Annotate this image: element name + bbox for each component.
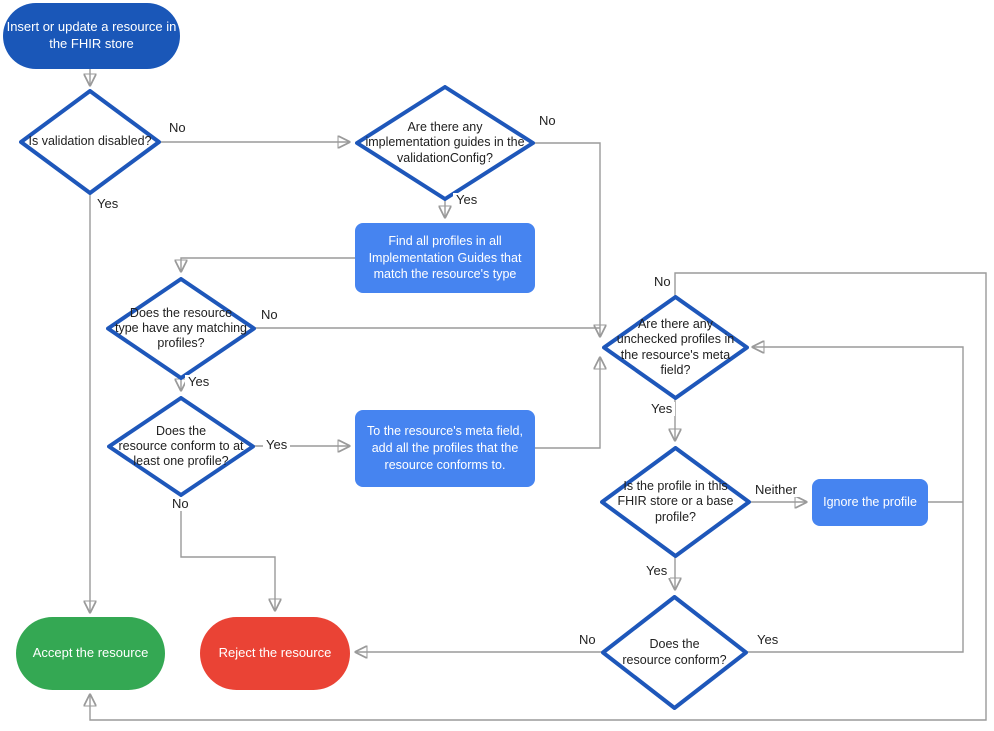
process-find-profiles-label: Find all profiles in all Implementation … — [368, 233, 522, 282]
decision-profile-in-store-label: Is the profile in this FHIR store or a b… — [617, 479, 734, 524]
process-ignore-profile: Ignore the profile — [812, 479, 928, 526]
edge-label-unchecked-yes: Yes — [648, 401, 676, 417]
decision-profile-in-store: Is the profile in this FHIR store or a b… — [600, 446, 751, 558]
edge-guides-no-to-unchecked — [533, 142, 600, 336]
edge-label-guides-yes: Yes — [453, 192, 481, 208]
edge-conform-no-to-reject — [180, 495, 275, 610]
edge-label-validation-no: No — [166, 120, 189, 136]
edge-resourceconform-yes-loop — [746, 347, 964, 653]
decision-matching-profiles-label: Does the resource type have any matching… — [114, 305, 248, 351]
edge-label-profile-yes: Yes — [643, 563, 671, 579]
decision-resource-conform-label: Does the resource conform? — [622, 637, 727, 667]
edge-label-resourceconform-yes: Yes — [754, 632, 782, 648]
edge-label-conform-one-yes: Yes — [263, 437, 291, 453]
edge-label-unchecked-no: No — [651, 274, 674, 290]
decision-conform-one-profile: Does the resource conform to at least on… — [107, 396, 255, 497]
decision-matching-profiles: Does the resource type have any matching… — [106, 277, 256, 380]
process-add-profiles-meta-label: To the resource's meta field, add all th… — [367, 424, 523, 472]
diamond-shape — [602, 295, 749, 400]
diamond-shape — [355, 85, 535, 201]
edge-label-guides-no: No — [536, 113, 559, 129]
diamond-shape — [107, 396, 255, 497]
diamond-shape — [106, 277, 256, 380]
accept-terminal-label: Accept the resource — [32, 645, 149, 661]
accept-terminal: Accept the resource — [16, 617, 165, 690]
edge-label-resourceconform-no: No — [576, 632, 599, 648]
decision-unchecked-profiles-label: Are there any unchecked profiles in the … — [616, 317, 735, 377]
process-ignore-profile-label: Ignore the profile — [823, 495, 917, 510]
edge-label-matching-no: No — [258, 307, 281, 323]
edge-label-validation-yes: Yes — [94, 196, 122, 212]
edge-label-matching-yes: Yes — [185, 374, 213, 390]
diamond-shape — [600, 446, 751, 558]
decision-implementation-guides: Are there any implementation guides in t… — [355, 85, 535, 201]
process-find-profiles: Find all profiles in all Implementation … — [355, 223, 535, 293]
reject-terminal-label: Reject the resource — [218, 645, 332, 661]
edge-addmeta-to-unchecked — [535, 358, 600, 449]
edge-label-profile-neither: Neither — [752, 482, 800, 498]
diamond-shape — [19, 89, 161, 195]
start-terminal-label: Insert or update a resource in the FHIR … — [6, 19, 177, 51]
start-terminal: Insert or update a resource in the FHIR … — [3, 3, 180, 69]
decision-unchecked-profiles: Are there any unchecked profiles in the … — [602, 295, 749, 400]
reject-terminal: Reject the resource — [200, 617, 350, 690]
edge-label-conform-one-no: No — [169, 496, 192, 512]
decision-conform-one-profile-label: Does the resource conform to at least on… — [118, 423, 244, 469]
diamond-shape — [601, 595, 748, 710]
process-add-profiles-meta: To the resource's meta field, add all th… — [355, 410, 535, 487]
decision-validation-disabled: Is validation disabled? — [19, 89, 161, 195]
decision-resource-conform: Does the resource conform? — [601, 595, 748, 710]
edge-find-to-matching — [181, 257, 355, 271]
edge-unchecked-no-to-accept — [90, 272, 987, 721]
decision-validation-disabled-label: Is validation disabled? — [28, 134, 152, 149]
decision-implementation-guides-label: Are there any implementation guides in t… — [365, 120, 525, 165]
